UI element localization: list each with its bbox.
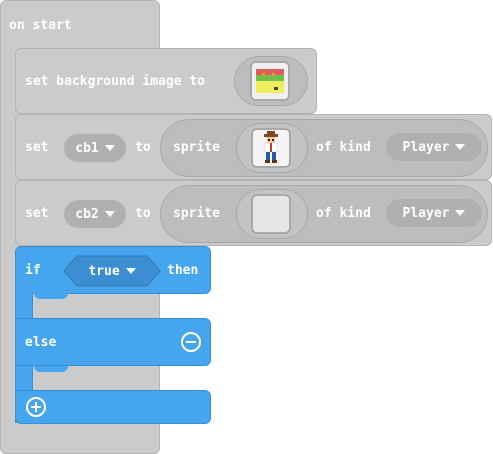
else-block-header[interactable]: else [15,318,211,366]
kind-dropdown-cb1[interactable]: Player [386,133,482,161]
chevron-down-icon [104,211,115,217]
set-background-label: set background image to [25,74,206,89]
if-label: if [25,263,41,278]
condition-hexagon[interactable] [63,255,161,287]
variable-dropdown-cb1[interactable]: cb1 [64,134,126,162]
if-block-header[interactable]: if true then [15,246,211,294]
chevron-down-icon [455,210,466,216]
of-kind-label: of kind [316,206,371,221]
cowboy-sprite-thumbnail [251,128,291,168]
kind-name: Player [402,139,450,155]
else-slot-notch [34,366,68,372]
minus-circle-icon[interactable] [181,332,201,352]
sprite-image-slot[interactable] [236,189,308,239]
condition-dropdown[interactable]: true [76,259,148,283]
condition-value: true [88,263,120,279]
set-background-block[interactable]: set background image to [15,48,317,114]
if-block-footer[interactable] [15,390,211,424]
sprite-label: sprite [173,206,220,221]
sprite-label: sprite [173,140,220,155]
chevron-down-icon [455,144,466,150]
chevron-down-icon [104,145,115,151]
set-cb2-block[interactable]: set cb2 to sprite of kind Player [15,180,492,246]
set-label: set [25,206,49,221]
background-image-slot[interactable] [234,56,308,106]
then-slot-notch [34,293,68,299]
cowboy-sprite-icon [253,130,289,166]
to-label: to [135,206,151,221]
chevron-down-icon [125,268,136,274]
empty-sprite-thumbnail [251,194,291,234]
else-label: else [25,335,57,350]
sprite-create-block[interactable]: sprite of kind Player [160,185,488,243]
set-cb1-block[interactable]: set cb1 to sprite [15,114,492,180]
sprite-create-block[interactable]: sprite of kind [160,119,488,177]
to-label: to [135,140,151,155]
background-scene-icon [252,63,288,99]
then-label: then [167,263,199,278]
kind-name: Player [402,205,450,221]
of-kind-label: of kind [316,140,371,155]
on-start-label: on start [9,18,72,33]
set-label: set [25,140,49,155]
variable-dropdown-cb2[interactable]: cb2 [64,200,126,228]
variable-name: cb2 [75,206,99,222]
plus-circle-icon[interactable] [26,397,46,417]
kind-dropdown-cb2[interactable]: Player [386,199,482,227]
sprite-image-slot[interactable] [236,123,308,173]
variable-name: cb1 [75,140,99,156]
background-scene-thumbnail [250,61,290,101]
